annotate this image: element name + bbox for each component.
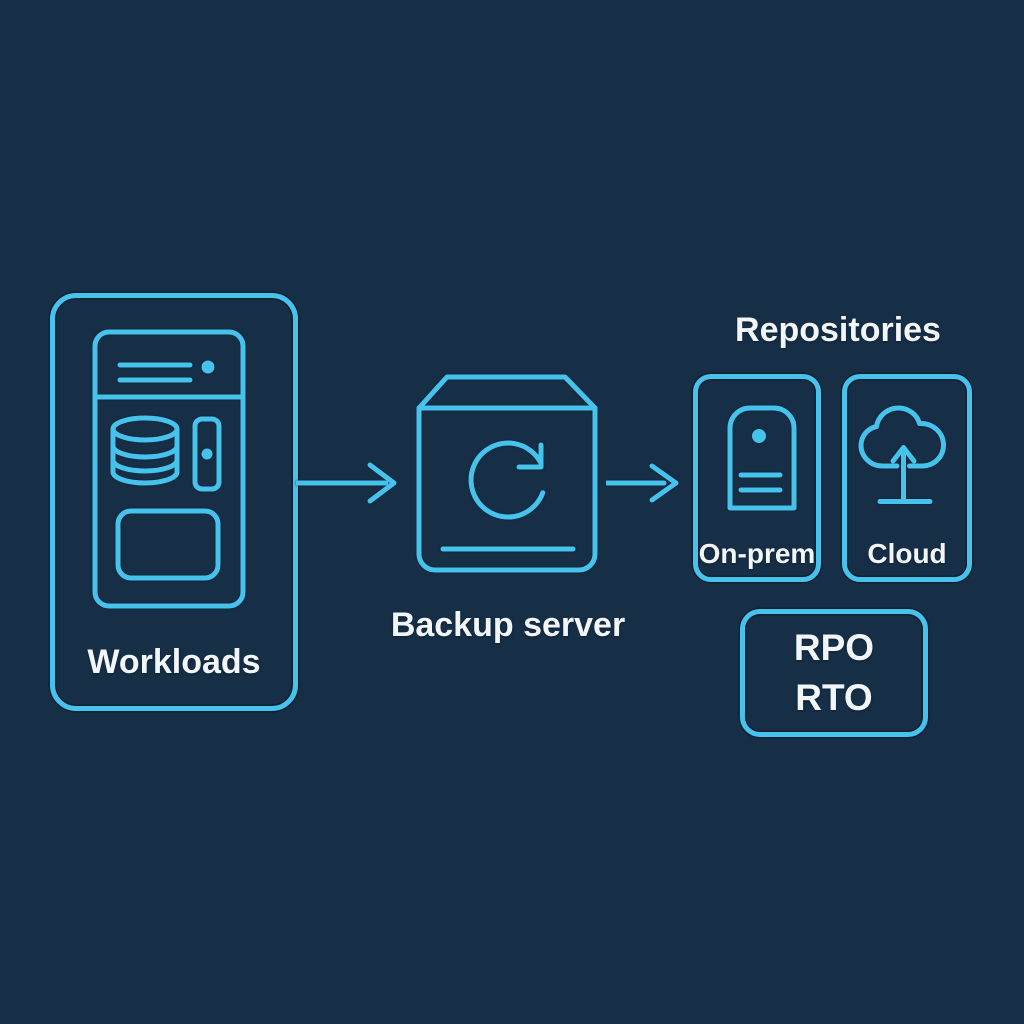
- workloads-label: Workloads: [87, 643, 261, 681]
- repositories-title: Repositories: [735, 311, 941, 349]
- arrow-workloads-to-backup-icon: [296, 462, 397, 504]
- database-icon: [110, 415, 180, 486]
- rpo-label: RPO: [793, 627, 875, 668]
- workload-server-icon: [92, 329, 246, 609]
- rpo-rto-box: RPO RTO: [740, 609, 928, 737]
- upload-arrowhead: [890, 445, 917, 464]
- tower-led-dot: [752, 429, 766, 443]
- onprem-label: On-prem: [698, 538, 816, 569]
- refresh-icon: [468, 440, 546, 520]
- drive-bay-icon: [192, 416, 222, 492]
- backup-server-icon: [416, 374, 598, 573]
- backup-box-outline: [416, 374, 598, 573]
- server-tower-icon: [727, 405, 797, 511]
- vm-slot-rect: [115, 508, 221, 581]
- arrow-backup-to-repositories-icon: [606, 463, 679, 503]
- backup-server-label: Backup server: [390, 606, 626, 644]
- server-chassis-outline: [92, 329, 246, 609]
- cloud-outline: [858, 405, 946, 469]
- cloud-label: Cloud: [867, 538, 947, 569]
- cloud-repository-box: [842, 374, 972, 582]
- status-led-dot: [201, 360, 215, 374]
- rto-label: RTO: [795, 677, 873, 718]
- workloads-box: [50, 293, 298, 711]
- cloud-upload-icon: [858, 405, 946, 504]
- onprem-repository-box: [693, 374, 821, 582]
